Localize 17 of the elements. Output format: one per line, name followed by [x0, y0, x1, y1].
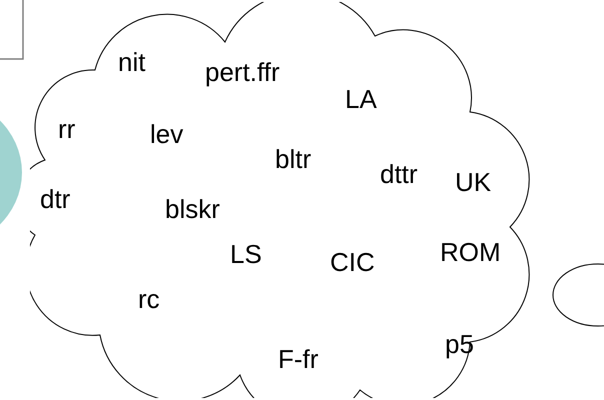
cloud-label: blskr — [165, 195, 220, 223]
cloud-label: F-fr — [278, 345, 318, 373]
cloud-label: LS — [230, 240, 262, 268]
cloud-label: rc — [138, 285, 160, 313]
cloud-label: LA — [345, 85, 377, 113]
cloud-label: nit — [118, 48, 146, 76]
cloud-label: lev — [150, 120, 184, 148]
cloud-label: UK — [455, 168, 492, 196]
cloud-label: CIC — [330, 248, 375, 276]
cloud-label: p5 — [445, 330, 474, 358]
cloud-label: pert.ffr — [205, 58, 280, 86]
frame-box — [0, 0, 24, 60]
cloud-label: dtr — [40, 185, 70, 213]
cloud-label: ROM — [440, 238, 501, 266]
cloud-label: bltr — [275, 145, 312, 173]
cloud-label: dttr — [380, 160, 418, 188]
cloud-label: rr — [58, 115, 76, 143]
